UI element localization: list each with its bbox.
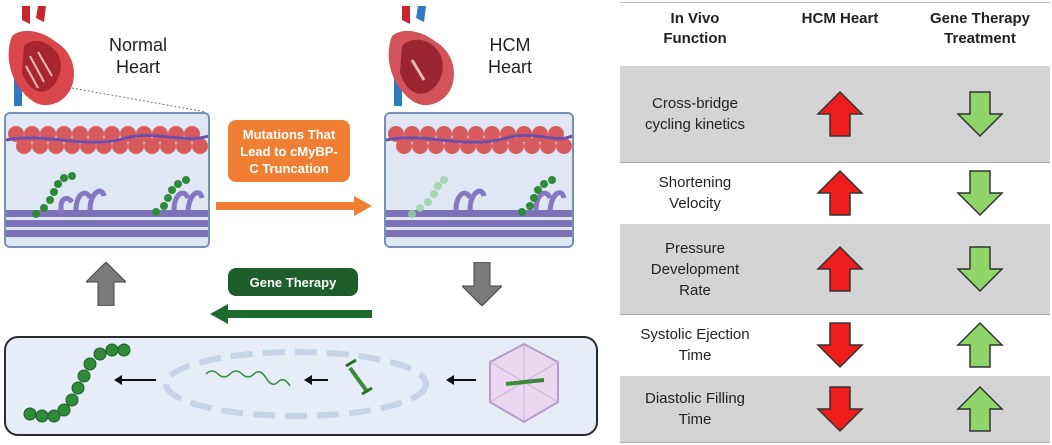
gene-therapy-arrow (210, 304, 372, 324)
header-hcm-heart: HCM Heart (770, 9, 910, 29)
mutation-badge-line3: C Truncation (249, 160, 329, 176)
row-function-label-line: Velocity (669, 195, 721, 212)
vector-delivery-box (4, 336, 598, 436)
up-arrow-gray (86, 262, 126, 306)
therapy-down-arrow-icon (956, 246, 1004, 293)
gene-therapy-cell (956, 321, 1004, 374)
row-function-label: Cross-bridge cycling kinetics (620, 66, 770, 162)
normal-heart-label-line1: Normal (108, 35, 167, 55)
normal-zoom-lines (60, 87, 207, 113)
hcm-heart-label-line1: HCM (489, 35, 531, 55)
hcm-sarcomere-illustration (386, 114, 572, 246)
row-function-label-line: cycling kinetics (644, 116, 746, 133)
hcm-heart-illustration (388, 6, 455, 106)
therapy-up-arrow-icon (956, 321, 1004, 368)
hcm-up-arrow-icon (816, 245, 864, 292)
gene-therapy-cell (956, 245, 1004, 298)
hcm-down-arrow-icon (816, 322, 864, 369)
header-col3-line1: Gene Therapy (929, 10, 1031, 27)
row-function-label-line: Cross-bridge (652, 95, 738, 112)
hcm-down-arrow-icon (816, 386, 864, 433)
hcm-sarcomere-panel (384, 112, 574, 248)
row-function-label-line: Rate (679, 281, 711, 299)
normal-sarcomere-illustration (6, 114, 208, 246)
mutation-badge: Mutations That Lead to cMyBP- C Truncati… (228, 120, 350, 182)
normal-heart-label-line2: Heart (115, 57, 160, 77)
hcm-heart-cell (816, 321, 864, 374)
mutation-badge-line1: Mutations That (242, 126, 336, 142)
vector-delivery-illustration (23, 342, 559, 424)
row-function-label-line: Time (678, 347, 712, 364)
gene-therapy-badge: Gene Therapy (228, 268, 358, 296)
hcm-heart-cell (816, 90, 864, 143)
row-function-label-line: Shortening (658, 174, 732, 191)
comparison-table: In Vivo Function HCM Heart Gene Therapy … (620, 2, 1050, 443)
table-row: Cross-bridge cycling kinetics (620, 66, 1050, 163)
row-function-label-line: Time (678, 411, 712, 428)
header-col1-line2: Function (663, 30, 727, 47)
normal-heart-label: Normal Heart (96, 34, 180, 78)
mutation-arrow (216, 196, 372, 216)
therapy-down-arrow-icon (956, 170, 1004, 217)
normal-sarcomere-panel (4, 112, 210, 248)
hcm-heart-cell (816, 385, 864, 438)
hcm-heart-cell (816, 245, 864, 298)
row-function-label-line: Pressure (664, 239, 725, 257)
gene-therapy-cell (956, 169, 1004, 222)
therapy-down-arrow-icon (956, 91, 1004, 138)
header-col3-line2: Treatment (944, 30, 1016, 47)
mutation-badge-line2: Lead to cMyBP- (240, 143, 338, 159)
header-in-vivo-function: In Vivo Function (620, 9, 770, 49)
down-arrow-gray (462, 262, 502, 306)
hcm-heart-label: HCM Heart (470, 34, 550, 78)
gene-therapy-cell (956, 385, 1004, 438)
therapy-up-arrow-icon (956, 385, 1004, 432)
table-header: In Vivo Function HCM Heart Gene Therapy … (620, 2, 1050, 68)
hcm-heart-cell (816, 169, 864, 222)
hcm-up-arrow-icon (816, 169, 864, 216)
header-col2-line1: HCM Heart (801, 10, 879, 27)
normal-heart-illustration (8, 6, 75, 106)
gene-therapy-cell (956, 90, 1004, 143)
header-gene-therapy-treatment: Gene Therapy Treatment (910, 9, 1050, 49)
header-col1-line1: In Vivo (670, 10, 720, 27)
hcm-up-arrow-icon (816, 90, 864, 137)
hcm-heart-label-line2: Heart (487, 57, 532, 77)
gene-therapy-badge-label: Gene Therapy (249, 274, 337, 290)
row-function-label-line: Systolic Ejection (640, 326, 750, 343)
row-function-label-line: Development (650, 260, 740, 278)
row-function-label-line: Diastolic Filling (644, 390, 746, 407)
